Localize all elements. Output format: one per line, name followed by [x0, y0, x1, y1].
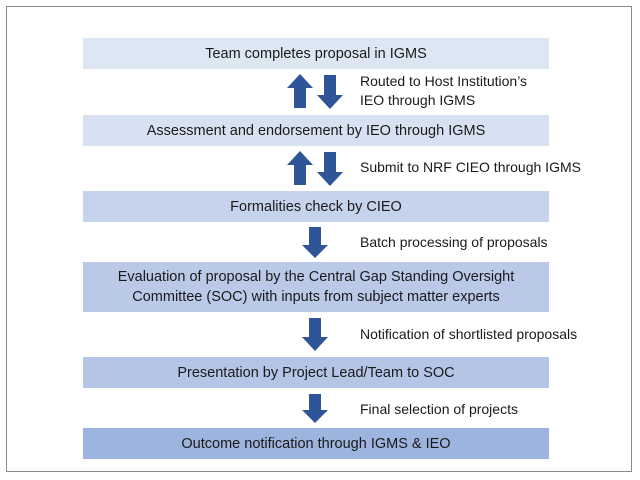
down-arrow-icon — [317, 75, 343, 109]
connector-label-routed: Routed to Host Institution’s IEO through… — [360, 73, 528, 108]
step-outcome-notification: Outcome notification through IGMS & IEO — [83, 428, 549, 459]
connector-label-final-selection: Final selection of projects — [360, 401, 518, 417]
step-label: Formalities check by CIEO — [230, 198, 402, 215]
down-arrow-icon — [302, 318, 328, 351]
step-label-line2: Committee (SOC) with inputs from subject… — [132, 289, 500, 305]
step-label: Team completes proposal in IGMS — [205, 45, 427, 62]
up-arrow-icon — [287, 74, 313, 108]
step-label: Presentation by Project Lead/Team to SOC — [177, 364, 455, 381]
up-arrow-icon — [287, 151, 313, 185]
step-label: Outcome notification through IGMS & IEO — [181, 435, 451, 452]
step-evaluation-by-soc: Evaluation of proposal by the Central Ga… — [83, 262, 549, 312]
step-team-completes-proposal: Team completes proposal in IGMS — [83, 38, 549, 69]
step-presentation-to-soc: Presentation by Project Lead/Team to SOC — [83, 357, 549, 388]
down-arrow-icon — [302, 227, 328, 258]
connector-label-batch: Batch processing of proposals — [360, 234, 548, 250]
step-label: Assessment and endorsement by IEO throug… — [146, 122, 486, 139]
down-arrow-icon — [317, 152, 343, 186]
step-label-line1: Evaluation of proposal by the Central Ga… — [117, 269, 515, 285]
down-arrow-icon — [302, 394, 328, 423]
step-formalities-check: Formalities check by CIEO — [83, 191, 549, 222]
connector-label-notification: Notification of shortlisted proposals — [360, 326, 578, 342]
connector-label-submit: Submit to NRF CIEO through IGMS — [360, 159, 581, 175]
step-assessment-endorsement: Assessment and endorsement by IEO throug… — [83, 115, 549, 146]
